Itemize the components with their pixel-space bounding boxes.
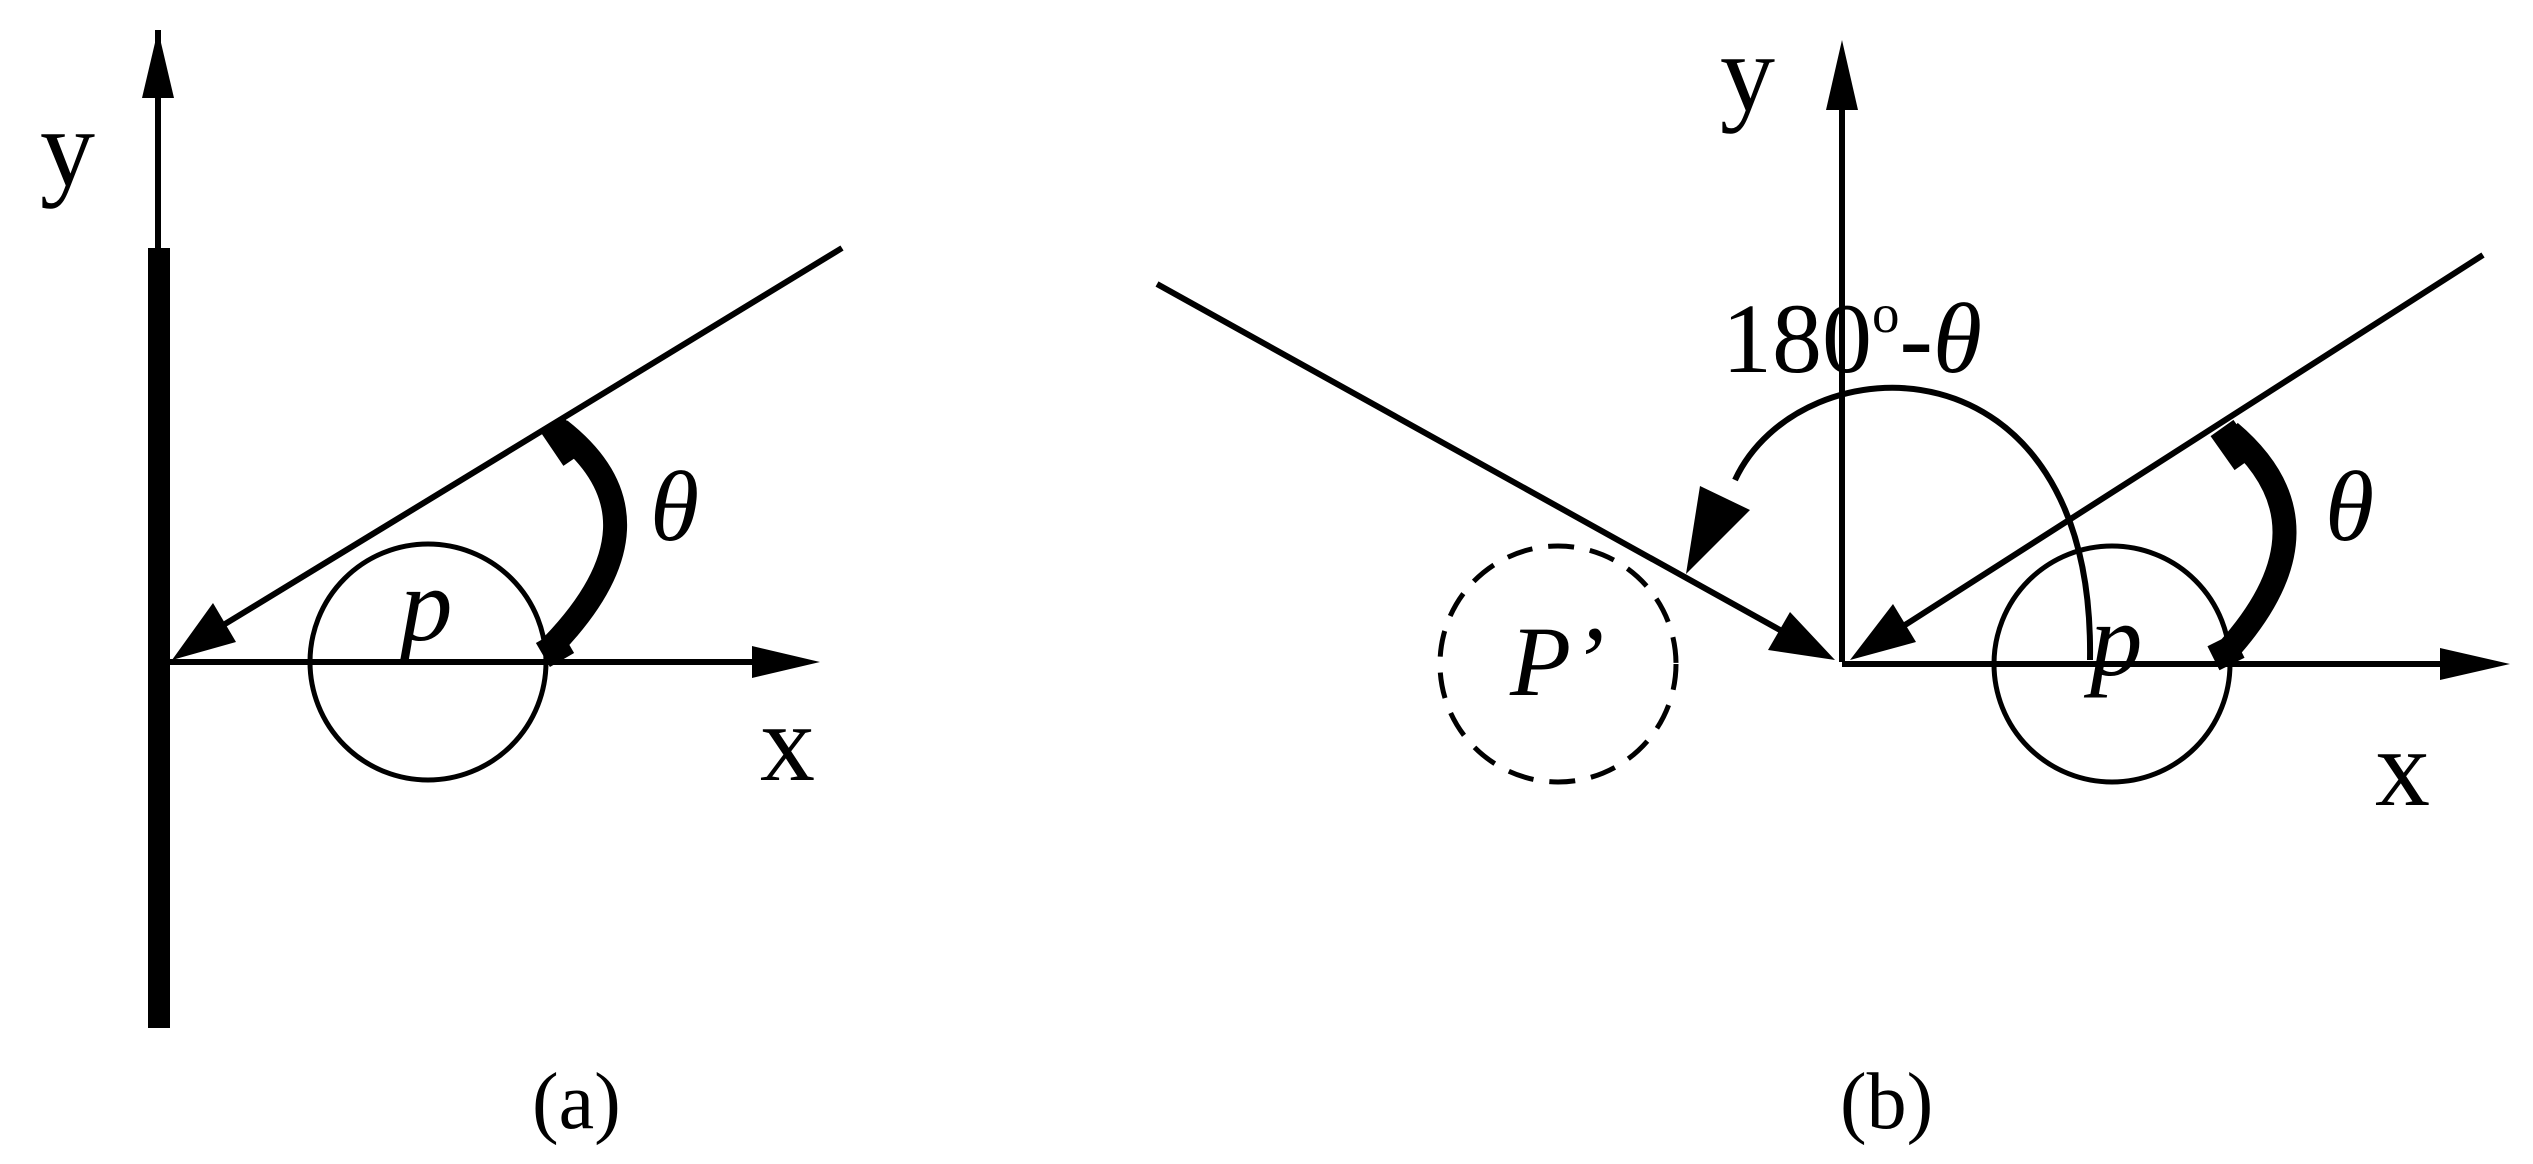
x-axis-label: x: [760, 682, 815, 804]
angle-arc-end-cap-top: [540, 416, 587, 466]
trajectory-arrowhead: [172, 603, 236, 660]
reflected-trajectory-arrowhead: [1768, 612, 1835, 660]
y-axis-arrowhead: [1826, 40, 1858, 110]
caption-a: (a): [532, 1058, 621, 1146]
trajectory-line: [1903, 252, 2485, 628]
angle-label: θ: [2325, 451, 2374, 562]
x-axis-label: x: [2375, 707, 2430, 829]
angle-label: θ: [650, 451, 699, 562]
angle-arc: [541, 420, 627, 657]
angle-arc: [2219, 422, 2297, 659]
panel-b: y x P’ p 180o-θ θ (b): [1155, 12, 2510, 1146]
y-axis-label: y: [40, 87, 95, 209]
y-axis-arrowhead: [142, 30, 174, 98]
particle-circle: [307, 541, 549, 783]
supplementary-angle-operator: -: [1900, 283, 1933, 394]
image-particle-label: P’: [1509, 606, 1604, 717]
particle-label: p: [393, 546, 453, 663]
angle-arc-end-cap-top: [2210, 419, 2258, 471]
supplementary-angle-label: 180o-θ: [1722, 283, 1982, 394]
image-particle-circle: [1437, 543, 1679, 785]
reflected-trajectory-line: [1155, 281, 1782, 633]
wall: [148, 248, 170, 1028]
panel-a: y x p θ (a): [40, 30, 844, 1146]
supplementary-angle-arc: [1732, 384, 2094, 661]
x-axis-arrowhead: [752, 646, 820, 678]
y-axis-label: y: [1720, 12, 1775, 134]
angle-arc-end-cap-bottom: [535, 628, 575, 668]
caption-b: (b): [1840, 1058, 1933, 1146]
supplementary-angle-degree: o: [1872, 283, 1900, 344]
trajectory-line: [223, 245, 844, 627]
supplementary-angle-arrowhead: [1686, 486, 1750, 574]
trajectory-arrowhead: [1850, 604, 1916, 660]
supplementary-angle-number: 180: [1722, 283, 1872, 394]
x-axis-arrowhead: [2440, 648, 2510, 680]
angle-arc-end-cap-bottom: [2207, 633, 2245, 671]
supplementary-angle-symbol: θ: [1933, 283, 1982, 394]
